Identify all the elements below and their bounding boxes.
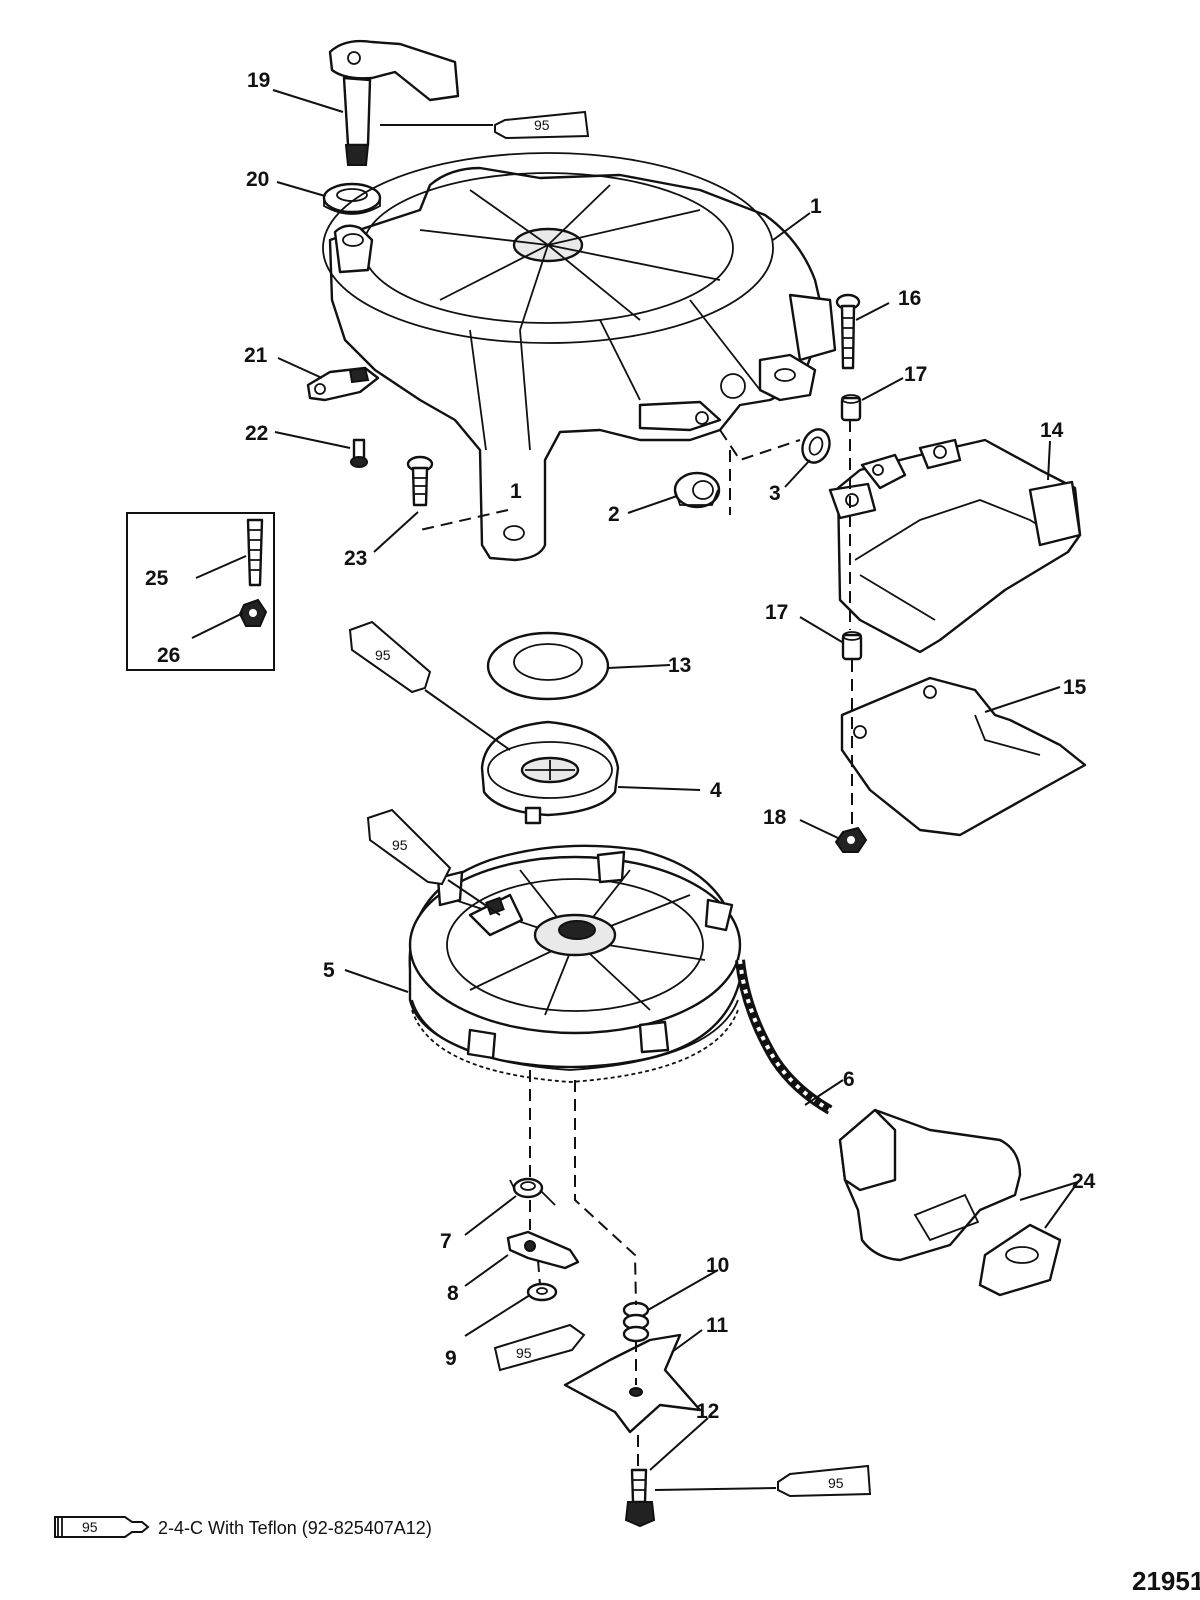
callout-labels: 19 20 1 16 17 14 21 22 1 23 2 3 25 26 17… <box>145 69 1096 1423</box>
part-17-spacer-upper <box>840 394 862 422</box>
part-18-nut <box>834 826 868 853</box>
part-15-plate <box>840 676 1087 837</box>
callout-16: 16 <box>898 287 921 310</box>
callout-17-upper: 17 <box>904 363 927 386</box>
part-5-pulley <box>408 844 742 1083</box>
callout-3: 3 <box>769 482 781 505</box>
callout-25: 25 <box>145 567 169 590</box>
callout-9: 9 <box>445 1347 457 1370</box>
part-3-washer <box>801 428 831 464</box>
part-8-pawl <box>506 1230 580 1270</box>
callout-21: 21 <box>244 344 268 367</box>
callout-23: 23 <box>344 547 367 570</box>
part-12-bolt <box>624 1468 656 1528</box>
sealant-tube-12: 95 <box>777 1464 872 1498</box>
part-2-bushing <box>673 471 721 509</box>
sealant-tube-19: 95 <box>494 110 590 140</box>
callout-6: 6 <box>843 1068 855 1091</box>
legend-code: 95 <box>82 1519 98 1535</box>
callout-4: 4 <box>710 779 722 802</box>
part-19-lever <box>328 39 460 166</box>
callout-22: 22 <box>245 422 268 445</box>
callout-12: 12 <box>696 1400 719 1423</box>
part-22-screw <box>350 438 368 468</box>
part-7-spring <box>509 1177 556 1206</box>
callout-1-lower: 1 <box>510 480 522 503</box>
callout-17-lower: 17 <box>765 601 788 624</box>
callout-20: 20 <box>246 168 269 191</box>
callout-15: 15 <box>1063 676 1087 699</box>
svg-text:95: 95 <box>534 117 550 133</box>
callout-13: 13 <box>668 654 691 677</box>
part-23-bolt <box>406 455 434 507</box>
part-13-washer <box>486 631 610 701</box>
callout-14: 14 <box>1040 419 1064 442</box>
callout-11: 11 <box>706 1314 729 1337</box>
part-10-spring <box>622 1301 650 1343</box>
legend: 95 2-4-C With Teflon (92-825407A12) <box>54 1516 432 1538</box>
sealant-tube-10: 95 <box>493 1323 586 1372</box>
part-17-spacer-lower <box>841 631 863 661</box>
diagram-ref-number: 21951 <box>1132 1566 1200 1596</box>
legend-text: 2-4-C With Teflon (92-825407A12) <box>158 1518 432 1538</box>
svg-text:95: 95 <box>375 647 391 663</box>
assembly-lines <box>419 420 853 1468</box>
part-11-drive-plate <box>563 1333 702 1434</box>
svg-text:95: 95 <box>392 837 408 853</box>
callout-24: 24 <box>1072 1170 1096 1193</box>
callout-8: 8 <box>447 1282 459 1305</box>
callout-1-upper: 1 <box>810 195 822 218</box>
callout-26: 26 <box>157 644 180 667</box>
part-6-rope <box>735 959 833 1115</box>
part-4-spring-cup <box>480 720 620 825</box>
callout-18: 18 <box>763 806 787 829</box>
part-14-bracket <box>828 438 1082 654</box>
svg-text:95: 95 <box>516 1345 532 1361</box>
part-24-handle <box>838 1108 1062 1297</box>
callout-7: 7 <box>440 1230 452 1253</box>
leader-lines <box>191 89 1079 1491</box>
part-21-plate <box>306 366 380 402</box>
part-9-clip <box>526 1282 558 1302</box>
callout-19: 19 <box>247 69 270 92</box>
callout-2: 2 <box>608 503 620 526</box>
sealant-tube-5: 95 <box>366 808 452 886</box>
part-1-starter-housing <box>322 152 837 562</box>
part-16-screw <box>835 293 861 370</box>
inset-box <box>126 512 275 671</box>
sealant-tube-4: 95 <box>348 620 432 694</box>
svg-text:95: 95 <box>828 1475 844 1491</box>
callout-5: 5 <box>323 959 335 982</box>
callout-10: 10 <box>706 1254 729 1277</box>
